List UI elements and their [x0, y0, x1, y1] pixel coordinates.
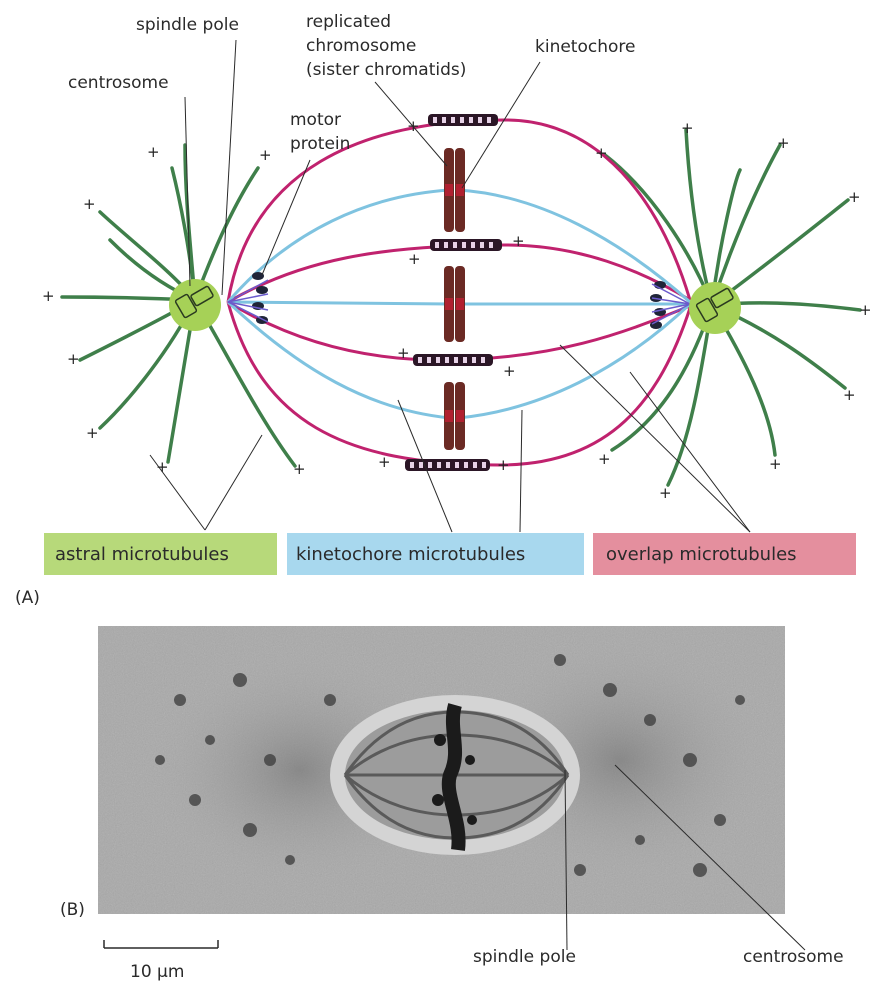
chromosome-middle — [444, 266, 465, 342]
panel-a-diagram: + + + + + + + + + + + + + + + + + + + + … — [15, 12, 872, 608]
plus-sign: + — [259, 146, 272, 164]
plus-sign: + — [86, 424, 99, 442]
motor-protein-label-line1: motor — [290, 110, 341, 130]
replicated-chromosome-label-line3: (sister chromatids) — [306, 60, 466, 80]
centrosome-label: centrosome — [68, 73, 169, 93]
plus-sign: + — [848, 188, 861, 206]
motor-protein-label-line2: protein — [290, 134, 350, 154]
plus-sign: + — [777, 134, 790, 152]
plus-sign: + — [595, 144, 608, 162]
centrosome-right — [689, 282, 741, 334]
key-overlap-label: overlap microtubules — [606, 544, 797, 565]
replicated-chromosomes — [444, 148, 465, 450]
plus-sign: + — [397, 344, 410, 362]
scale-bar — [104, 940, 218, 948]
key-kinetochore: kinetochore microtubules — [287, 533, 584, 575]
panel-b-micrograph: 10 µm spindle pole centrosome (B) — [60, 626, 844, 982]
key-astral: astral microtubules — [44, 533, 277, 575]
plus-sign: + — [843, 386, 856, 404]
plus-sign: + — [42, 287, 55, 305]
centrosome-left — [169, 279, 221, 331]
spindle-pole-label: spindle pole — [136, 15, 239, 35]
centrosome-label-b: centrosome — [743, 947, 844, 967]
plus-sign: + — [83, 195, 96, 213]
replicated-chromosome-label-line2: chromosome — [306, 36, 416, 56]
spindle-pole-label-b: spindle pole — [473, 947, 576, 967]
kinetochore-label: kinetochore — [535, 37, 635, 57]
plus-sign: + — [293, 460, 306, 478]
plus-sign: + — [598, 450, 611, 468]
plus-sign: + — [859, 301, 872, 319]
scale-bar-label: 10 µm — [130, 962, 184, 982]
plus-sign: + — [497, 456, 510, 474]
plus-sign: + — [147, 143, 160, 161]
plus-sign: + — [681, 119, 694, 137]
key-kinetochore-label: kinetochore microtubules — [296, 544, 525, 565]
plus-sign: + — [659, 484, 672, 502]
chromosome-bottom — [444, 382, 465, 450]
plus-sign: + — [503, 362, 516, 380]
plus-sign: + — [769, 455, 782, 473]
chromosome-top — [444, 148, 465, 232]
panel-a-label: (A) — [15, 588, 40, 608]
plus-sign: + — [408, 250, 421, 268]
replicated-chromosome-label-line1: replicated — [306, 12, 391, 32]
plus-sign: + — [67, 350, 80, 368]
plus-sign: + — [512, 232, 525, 250]
plus-sign: + — [156, 458, 169, 476]
key-astral-label: astral microtubules — [55, 544, 229, 565]
panel-b-label: (B) — [60, 900, 85, 920]
key-overlap: overlap microtubules — [593, 533, 856, 575]
plus-sign: + — [378, 453, 391, 471]
